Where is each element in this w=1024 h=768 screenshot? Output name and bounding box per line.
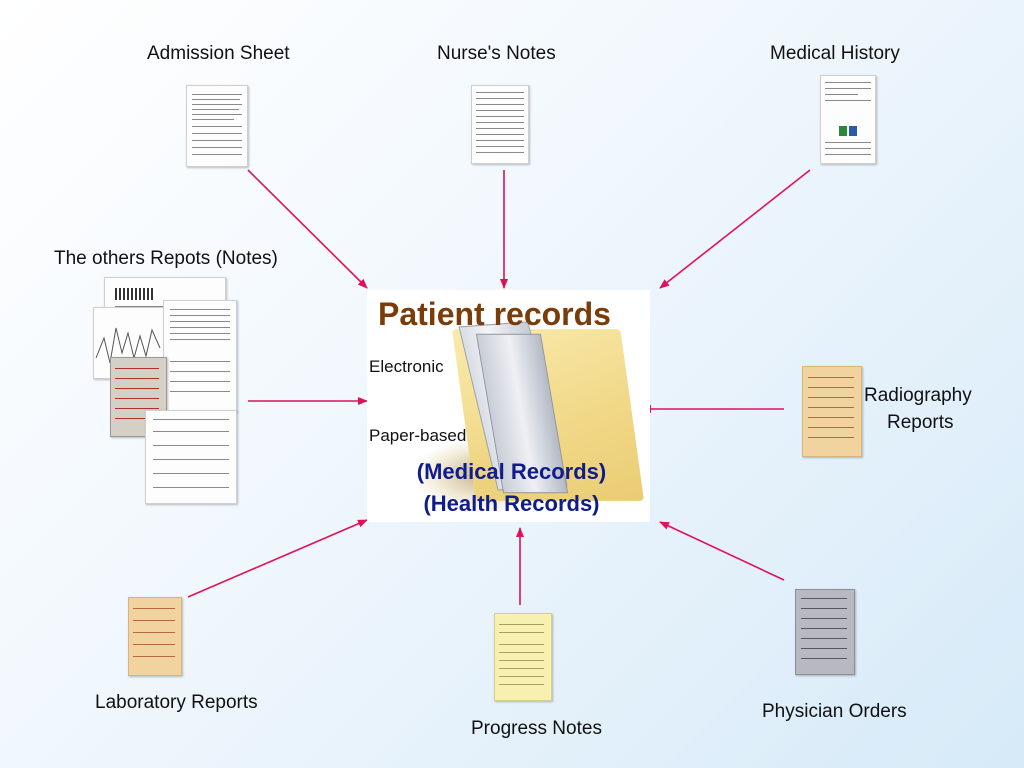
arrow-physician-orders — [659, 521, 785, 581]
patient-records-box — [367, 290, 650, 522]
label-physician-orders: Physician Orders — [762, 701, 907, 722]
label-medical-history: Medical History — [770, 43, 900, 64]
label-progress-notes: Progress Notes — [471, 718, 602, 739]
medical-history-image — [820, 75, 876, 164]
health-records-label: (Health Records) — [423, 491, 600, 516]
admission-sheet-image — [186, 85, 248, 167]
progress-notes-image — [494, 613, 552, 701]
other-report-sheet — [145, 410, 237, 504]
arrow-admission-sheet — [247, 169, 368, 289]
arrow-laboratory — [187, 519, 368, 598]
arrow-medical-history — [659, 169, 811, 289]
label-other-reports: The others Repots (Notes) — [54, 248, 278, 269]
other-report-sheet — [163, 300, 237, 412]
label-radiography-line1: Radiography — [864, 385, 972, 406]
label-laboratory-reports: Laboratory Reports — [95, 692, 258, 713]
paper-based-label: Paper-based — [369, 426, 467, 445]
nurses-notes-image — [471, 85, 529, 164]
radiography-report-image — [802, 366, 862, 457]
label-radiography-line2: Reports — [887, 412, 954, 433]
label-admission-sheet: Admission Sheet — [147, 43, 290, 64]
medical-records-label: (Medical Records) — [416, 459, 607, 484]
laboratory-report-image — [128, 597, 182, 676]
electronic-label: Electronic — [369, 357, 444, 376]
label-nurses-notes: Nurse's Notes — [437, 43, 556, 64]
patient-records-title: Patient records — [378, 296, 611, 332]
physician-orders-image — [795, 589, 855, 675]
